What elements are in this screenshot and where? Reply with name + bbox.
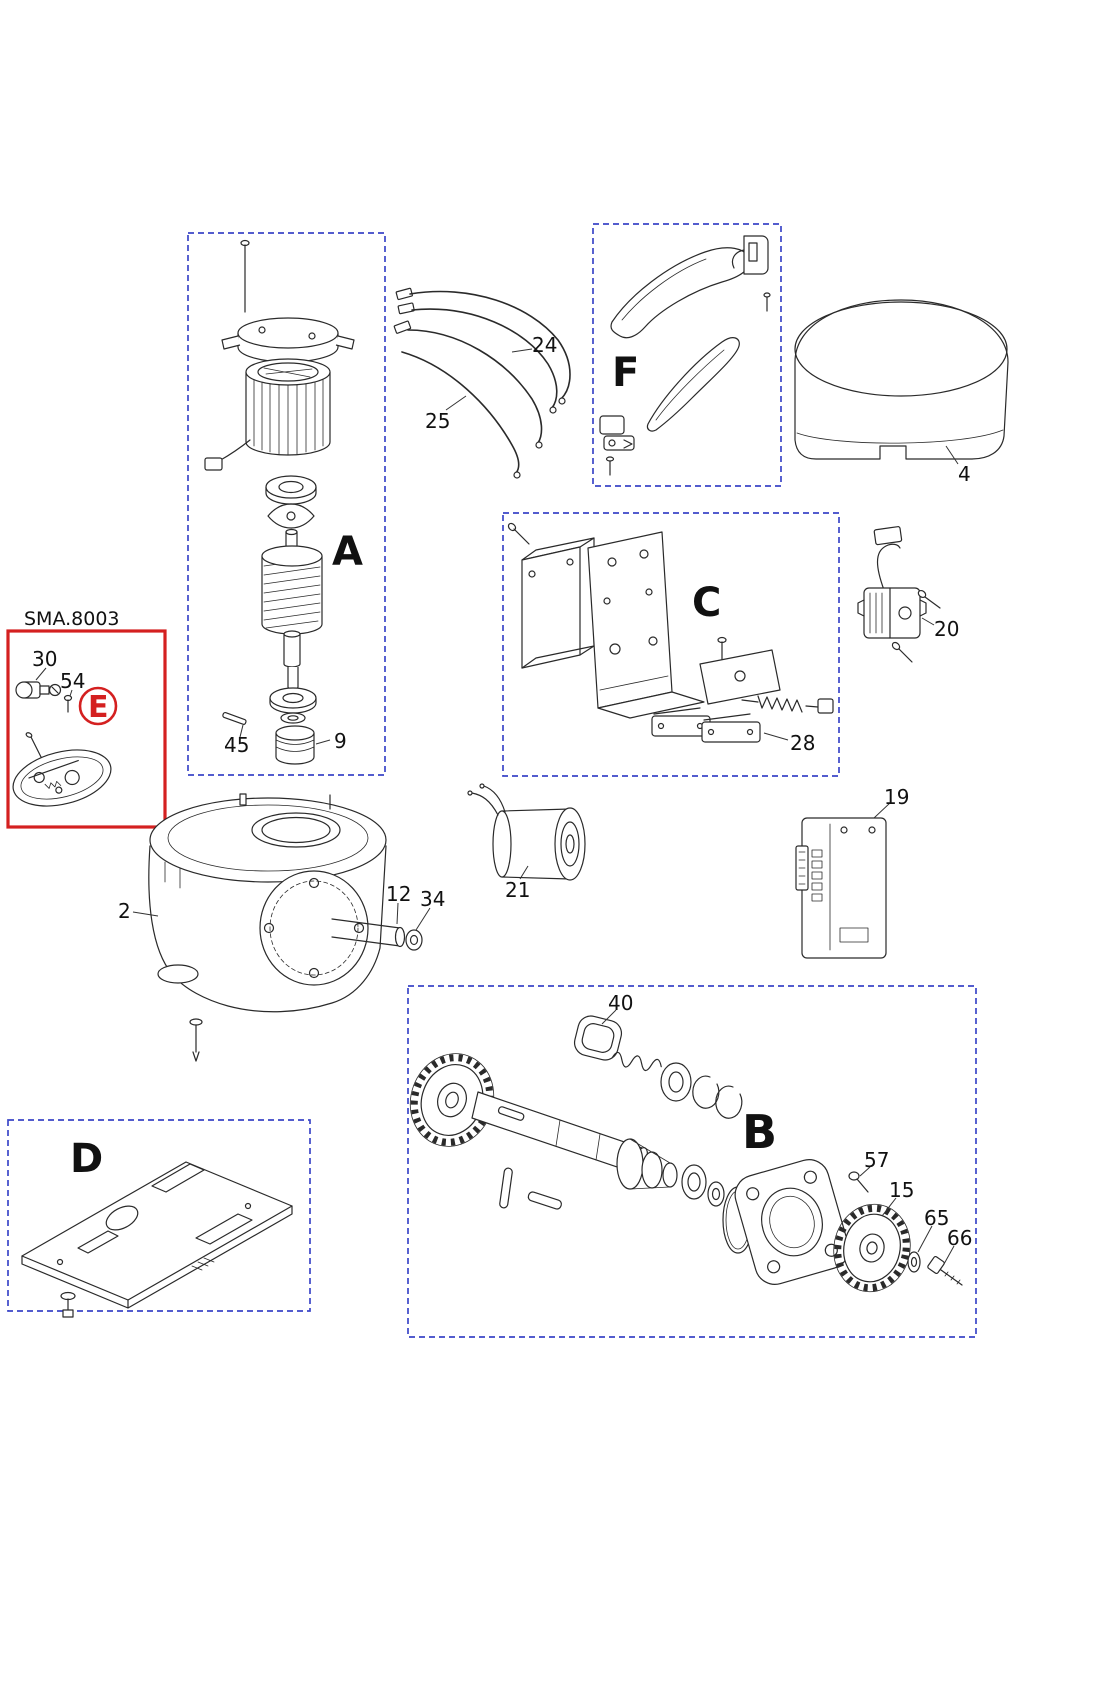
group-d-frame bbox=[7, 1119, 311, 1312]
leader-lines bbox=[35, 348, 959, 1265]
assembly-b-shaft bbox=[409, 1015, 963, 1293]
label-part-20: 20 bbox=[934, 617, 959, 641]
part-19-board bbox=[795, 817, 887, 959]
assembly-a-motor bbox=[204, 239, 355, 765]
label-part-66: 66 bbox=[947, 1226, 972, 1250]
assembly-c-bracket bbox=[507, 522, 834, 743]
label-part-25: 25 bbox=[425, 409, 450, 433]
labels: SMA.8003 A B C D E F 2 4 9 12 15 19 20 2… bbox=[24, 333, 972, 1250]
assembly-f-release bbox=[599, 235, 771, 476]
assembly-e-lock bbox=[12, 681, 118, 807]
label-part-24: 24 bbox=[532, 333, 557, 357]
assembly-d-plate bbox=[21, 1161, 293, 1318]
label-group-b: B bbox=[742, 1105, 777, 1159]
label-part-2: 2 bbox=[118, 899, 131, 923]
label-part-40: 40 bbox=[608, 991, 633, 1015]
label-part-4: 4 bbox=[958, 462, 971, 486]
part-15-gear bbox=[833, 1203, 911, 1293]
group-e-frame-highlight bbox=[6, 629, 167, 829]
part-flange-plate bbox=[734, 1159, 850, 1285]
label-part-12: 12 bbox=[386, 882, 411, 906]
label-group-e: E bbox=[88, 690, 109, 725]
group-f-frame bbox=[592, 223, 782, 487]
group-e-letter-ring bbox=[78, 686, 118, 726]
label-part-9: 9 bbox=[334, 729, 347, 753]
part-30-cylinder bbox=[15, 681, 33, 699]
label-part-21: 21 bbox=[505, 878, 530, 902]
label-part-34: 34 bbox=[420, 887, 445, 911]
part-66-bolt bbox=[927, 1256, 945, 1274]
part-40-gasket bbox=[573, 1015, 623, 1061]
label-part-30: 30 bbox=[32, 647, 57, 671]
part-20-transformer bbox=[857, 526, 941, 663]
label-part-45: 45 bbox=[224, 733, 249, 757]
part-57-screw bbox=[848, 1171, 860, 1181]
label-part-57: 57 bbox=[864, 1148, 889, 1172]
label-part-54: 54 bbox=[60, 669, 85, 693]
part-21-coil bbox=[467, 783, 586, 881]
part-34-washer bbox=[405, 929, 423, 951]
label-group-c: C bbox=[692, 580, 721, 626]
label-module-code: SMA.8003 bbox=[24, 608, 120, 630]
label-group-d: D bbox=[70, 1136, 103, 1182]
part-2-housing bbox=[148, 793, 423, 1062]
group-b-frame bbox=[407, 985, 977, 1338]
wires-24-25 bbox=[393, 287, 571, 479]
label-part-19: 19 bbox=[884, 785, 909, 809]
part-65-washer bbox=[907, 1251, 921, 1273]
label-part-15: 15 bbox=[889, 1178, 914, 1202]
label-part-28: 28 bbox=[790, 731, 815, 755]
part-4-cover bbox=[794, 299, 1009, 460]
part-28-switch bbox=[701, 721, 761, 743]
label-group-f: F bbox=[612, 350, 639, 396]
part-12-shaft-end bbox=[394, 926, 406, 948]
label-part-65: 65 bbox=[924, 1206, 949, 1230]
part-45-pin bbox=[222, 711, 247, 725]
label-group-a: A bbox=[332, 529, 363, 575]
